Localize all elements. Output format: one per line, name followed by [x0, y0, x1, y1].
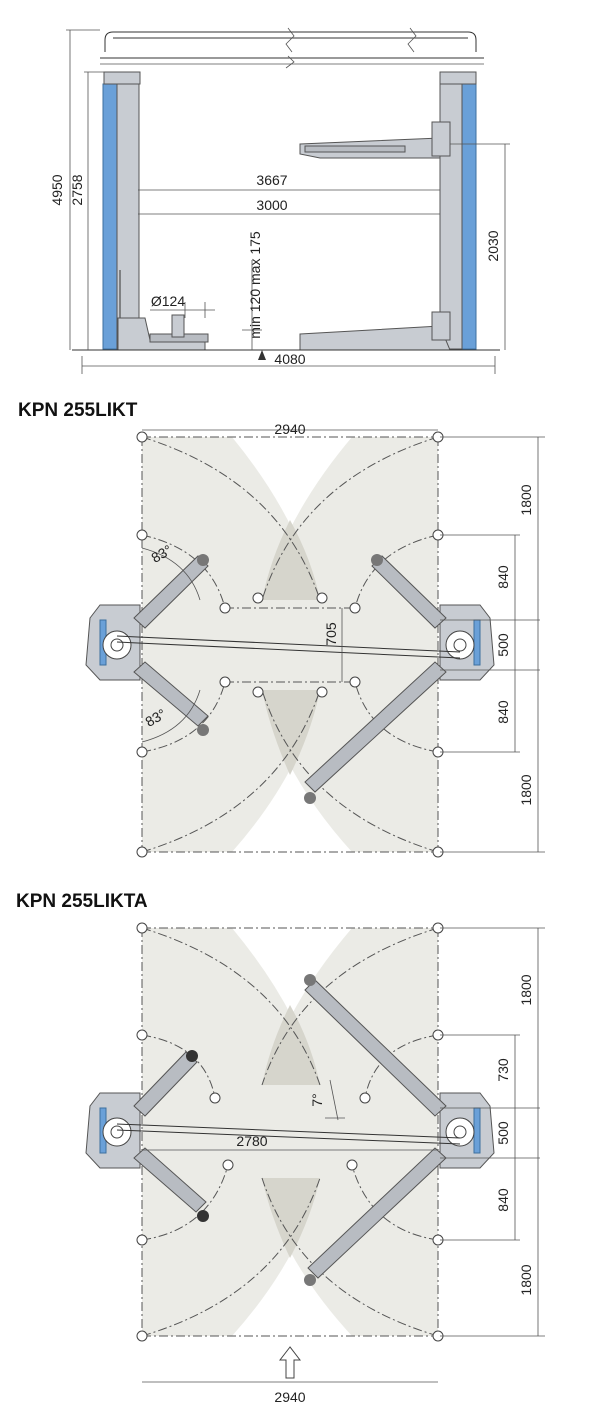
likt-dim-arm-gap: 705 [323, 622, 339, 646]
likt-dim-width: 2940 [274, 421, 305, 437]
reach-zone-left [142, 437, 320, 852]
dim-total-height: 4950 [49, 174, 65, 205]
reach-zone-left-2 [142, 928, 320, 1336]
right-lower-arm [299, 325, 451, 351]
dim-outer-width: 3667 [256, 172, 287, 188]
likt-dim-arm-top: 840 [495, 565, 511, 589]
right-column-panel [461, 83, 477, 350]
arm-right-bottom-2 [307, 1147, 447, 1279]
dim-base-width: 4080 [274, 351, 305, 367]
arm-right-bottom [304, 661, 447, 793]
dim-clear-width: 3000 [256, 197, 287, 213]
dim-lift-height: 2030 [485, 230, 501, 261]
likt-dim-reach-top: 1800 [518, 484, 534, 515]
likta-dim-arm-bottom: 840 [495, 1188, 511, 1212]
plan-likta-view [85, 922, 545, 1383]
overlap-zone-bottom [262, 690, 320, 775]
overlap-zone-top [262, 520, 320, 600]
arm-left-top-2 [133, 1051, 198, 1117]
dim-column-height: 2758 [69, 174, 85, 205]
likta-dim-reach-top: 1800 [518, 974, 534, 1005]
reach-zone-right [262, 437, 438, 852]
plan-likta-title: KPN 255LIKTA [16, 891, 148, 912]
likta-dim-reach-bottom: 1800 [518, 1264, 534, 1295]
overlap-zone-top-2 [262, 1005, 320, 1085]
arm-right-top [371, 555, 447, 629]
entry-arrow-icon [278, 1346, 302, 1379]
elevation-view [66, 27, 510, 374]
reach-zone-right-2 [262, 928, 438, 1336]
likt-dim-reach-bottom: 1800 [518, 774, 534, 805]
dim-pad-diameter: Ø124 [151, 293, 185, 309]
overlap-zone-bottom-2 [262, 1178, 320, 1258]
likta-dim-arm-top: 730 [495, 1058, 511, 1082]
left-column-panel [102, 83, 118, 350]
likt-dim-arm-bottom: 840 [495, 700, 511, 724]
arm-left-bottom-2 [133, 1147, 207, 1213]
arm-left-bottom [133, 661, 209, 727]
arm-left-top [133, 555, 209, 629]
right-column [439, 79, 463, 350]
dim-pad-height: min 120 max 175 [247, 231, 263, 339]
plan-likt-view [85, 429, 545, 858]
plan-likt-title: KPN 255LIKT [18, 400, 138, 421]
likta-dim-bottom-width: 2940 [274, 1389, 305, 1405]
likta-dim-angle: 7° [309, 1093, 325, 1106]
likta-dim-inner-width: 2780 [236, 1133, 267, 1149]
likta-dim-center: 500 [495, 1121, 511, 1145]
arm-right-top-2 [304, 979, 447, 1117]
likt-dim-center: 500 [495, 633, 511, 657]
